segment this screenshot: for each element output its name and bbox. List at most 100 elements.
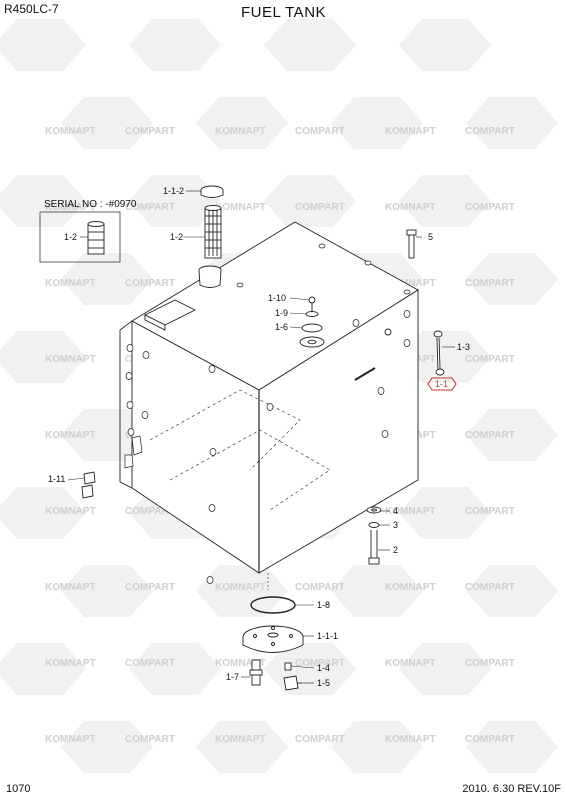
part-label[interactable]: 2 [393,545,399,555]
watermark-hexagon [61,253,153,305]
watermark-text: KOMNAPT [45,430,96,441]
watermark-hexagon [331,97,423,149]
watermark-hexagon [196,565,288,617]
watermark-hexagon [399,487,491,539]
watermark-text: KOMNAPT [385,202,436,213]
watermark-text: COMPART [295,126,345,137]
watermark-text: KOMNAPT [45,354,96,365]
watermark-text: COMPART [125,734,175,745]
part-label[interactable]: 4 [393,506,399,516]
watermark-hexagon [61,565,153,617]
watermark-text: KOMNAPT [385,658,436,669]
part-label[interactable]: 1-2 [64,232,78,242]
watermark-text: KOMNAPT [215,582,266,593]
leader-lines [67,190,455,684]
watermark-hexagon [0,175,86,227]
watermark-text: COMPART [125,658,175,669]
watermark-text: COMPART [125,582,175,593]
watermark-hexagon [466,97,558,149]
watermark-text: COMPART [295,658,345,669]
watermark-hexagon [466,253,558,305]
watermark-hexagon [264,19,356,71]
watermark-text: KOMNAPT [45,126,96,137]
watermark-hexagon [466,565,558,617]
watermark-hexagon [61,721,153,773]
part-label[interactable]: 3 [393,520,399,530]
fuel-tank-body [119,221,419,584]
part-label[interactable]: 1-9 [275,308,289,318]
fittings [249,659,302,691]
sight-gauge [354,328,445,381]
watermark-text: KOMNAPT [215,202,266,213]
watermark-hexagon [129,643,221,695]
watermark-hexagon [331,565,423,617]
serial-note: SERIAL NO : -#0970 [44,199,137,210]
highlight-1-1 [427,377,457,391]
model-name: R450LC-7 [4,2,59,16]
part-label[interactable]: 1-1-1 [317,631,339,641]
watermark-hexagon [331,721,423,773]
watermark-hexagon [129,19,221,71]
watermark-text: KOMNAPT [385,126,436,137]
watermark-hexagon [129,175,221,227]
serial-box [39,211,121,263]
part-label[interactable]: 1-1-2 [163,186,185,196]
bolt-top [406,229,417,259]
part-label[interactable]: 1-4 [317,663,331,673]
watermark-hexagon [0,643,86,695]
watermark-text: COMPART [295,582,345,593]
filler-cap [200,185,224,198]
part-label[interactable]: 1-2 [170,232,184,242]
watermark-text: KOMNAPT [45,734,96,745]
watermark-text: COMPART [465,126,515,137]
strainer-small [87,221,105,255]
bolt-bottom [366,506,382,565]
watermark-hexagon [61,409,153,461]
part-label[interactable]: 1-7 [226,672,240,682]
watermark-text: KOMNAPT [45,202,96,213]
watermark-text: COMPART [295,202,345,213]
watermark-text: KOMNAPT [45,278,96,289]
watermark-hexagon [61,97,153,149]
part-label[interactable]: 1-1 [435,379,449,389]
watermark-hexagon [264,175,356,227]
part-label[interactable]: 1-10 [268,293,287,303]
watermark-text: KOMNAPT [45,582,96,593]
part-label[interactable]: 1-6 [275,322,289,332]
watermark-text: COMPART [125,506,175,517]
watermark-hexagon [399,19,491,71]
watermark-hexagon [399,175,491,227]
part-label[interactable]: 1-5 [317,678,331,688]
watermark-text: KOMNAPT [385,506,436,517]
watermark-text: COMPART [125,278,175,289]
watermark-text: KOMNAPT [45,506,96,517]
watermark-text: KOMNAPT [215,658,266,669]
watermark-text: COMPART [125,202,175,213]
watermark-hexagon [466,409,558,461]
part-label[interactable]: 1-11 [48,474,66,484]
watermark-text: COMPART [295,734,345,745]
watermark-hexagon [196,721,288,773]
watermark-text: KOMNAPT [215,734,266,745]
watermark-text: COMPART [465,582,515,593]
watermark-text: KOMNAPT [385,582,436,593]
watermark-text: KOMNAPT [385,278,436,289]
watermark-hexagon [0,487,86,539]
watermark-text: COMPART [465,734,515,745]
strainer [204,205,222,259]
watermark-text: KOMNAPT [45,658,96,669]
part-label[interactable]: 1-3 [457,342,471,352]
filler-neck [143,265,222,331]
watermark-text: COMPART [465,278,515,289]
watermark-text: COMPART [465,202,515,213]
watermark-text: COMPART [125,126,175,137]
watermark-hexagon [399,331,491,383]
watermark-text: COMPART [465,506,515,517]
watermark-text: KOMNAPT [385,734,436,745]
part-label[interactable]: 5 [428,232,434,242]
watermark-text: KOMNAPT [215,126,266,137]
part-label[interactable]: 1-8 [317,600,331,610]
watermark-hexagon [0,19,86,71]
watermark-hexagon [196,97,288,149]
